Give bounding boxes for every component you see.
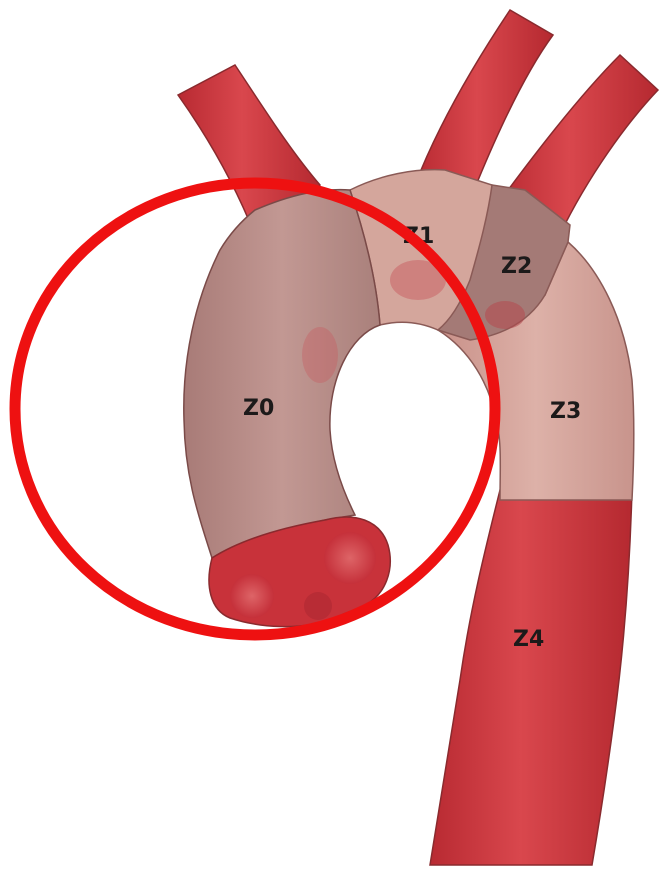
zone-4-descending-aorta [430,490,632,865]
zone-label-z3: Z3 [550,399,581,424]
zone-label-z4: Z4 [513,627,544,652]
zone-label-z0: Z0 [243,396,274,421]
zone-0-ascending-aorta [184,190,380,558]
zone-label-z2: Z2 [501,254,532,279]
